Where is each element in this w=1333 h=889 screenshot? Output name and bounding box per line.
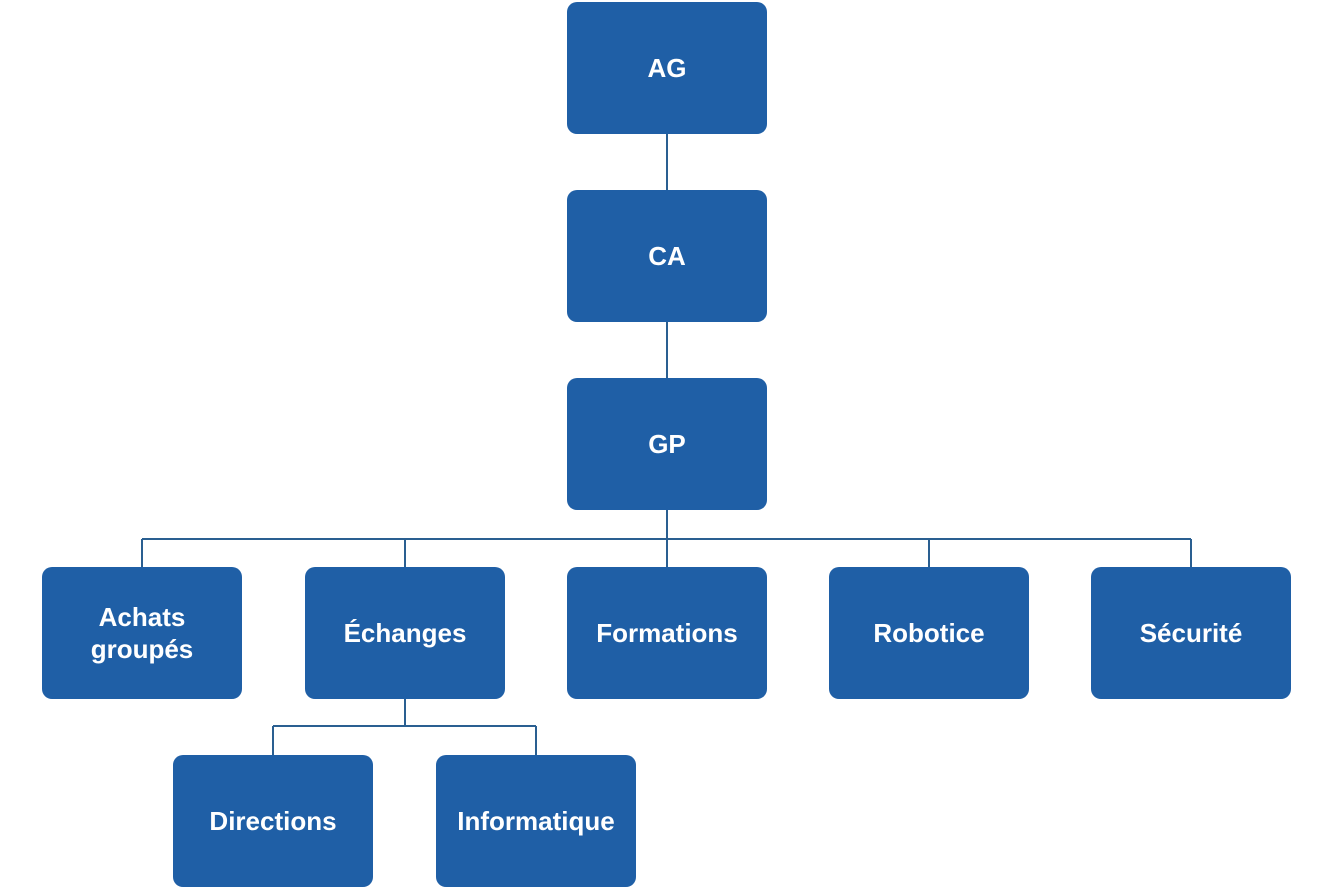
node-achats-label-line2: groupés — [90, 634, 194, 664]
node-informatique-label: Informatique — [457, 806, 615, 836]
node-ag-label: AG — [647, 53, 687, 83]
node-directions-label: Directions — [209, 806, 337, 836]
node-robotice: Robotice — [829, 567, 1029, 699]
node-achats-label-line1: Achats — [98, 602, 186, 632]
node-securite: Sécurité — [1091, 567, 1291, 699]
node-ag: AG — [567, 2, 767, 134]
node-directions: Directions — [173, 755, 373, 887]
node-ca-label: CA — [648, 241, 686, 271]
node-formations: Formations — [567, 567, 767, 699]
node-ca: CA — [567, 190, 767, 322]
node-echanges: Échanges — [305, 567, 505, 699]
node-formations-label: Formations — [596, 618, 738, 648]
node-gp-label: GP — [648, 429, 686, 459]
node-securite-label: Sécurité — [1139, 618, 1243, 648]
node-robotice-label: Robotice — [873, 618, 985, 648]
node-gp: GP — [567, 378, 767, 510]
node-echanges-label: Échanges — [343, 618, 467, 648]
node-achats-groupes: Achats groupés — [42, 567, 242, 699]
node-informatique: Informatique — [436, 755, 636, 887]
